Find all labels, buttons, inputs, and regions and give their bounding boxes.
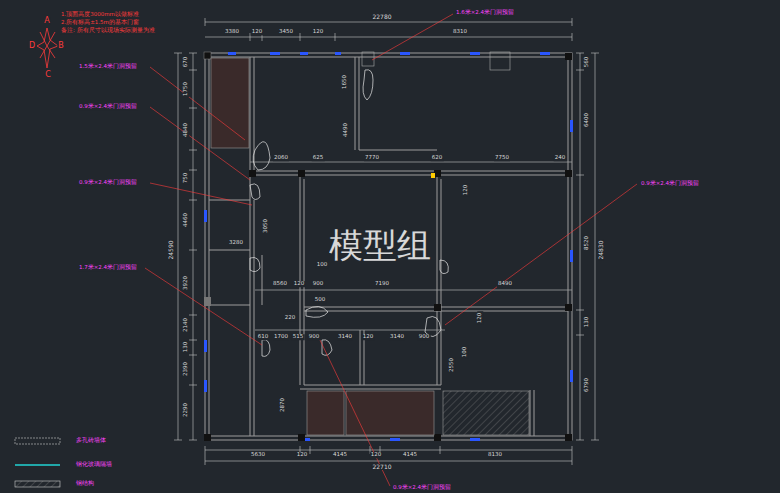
dimension-text: 120 [477, 312, 483, 325]
note-text: 1.顶面高度3000mm以做标准 [60, 12, 140, 18]
dimension-text: 2290 [183, 402, 189, 418]
dimension-text: 6790 [584, 377, 590, 393]
watermark: 模型组 [328, 228, 432, 262]
dimension-text: 8520 [584, 235, 590, 251]
dimension-text: 120 [293, 281, 306, 287]
dimension-text: 625 [312, 155, 325, 161]
dimension-text: 120 [251, 29, 264, 35]
door-callout: 1.6米×2.4米门洞预留 [455, 10, 515, 16]
compass-letter: A [43, 17, 50, 25]
dimension-text: 24830 [598, 239, 604, 260]
dimension-text: 900 [308, 334, 321, 340]
dimension-text: 24590 [168, 239, 174, 260]
compass-letter: C [44, 71, 52, 79]
door-callout: 0.9米×2.4米门洞预留 [640, 181, 700, 187]
door-callout: 0.9米×2.4米门洞预留 [78, 180, 138, 186]
dimension-text: 1750 [183, 81, 189, 97]
dimension-text: 4840 [183, 122, 189, 138]
dimension-text: 4145 [402, 452, 418, 458]
dimension-text: 2140 [183, 317, 189, 333]
dimension-text: 120 [362, 334, 375, 340]
dimension-text: 4490 [343, 122, 349, 138]
dimension-text: 8490 [497, 281, 513, 287]
note-text: 2.所有标高±1.5m的基本门窗 [60, 20, 140, 26]
dimension-text: 3450 [278, 29, 294, 35]
dimension-text: 2060 [273, 155, 289, 161]
dimension-text: 130 [183, 341, 189, 354]
dimension-text: 8560 [272, 281, 288, 287]
dimension-text: 670 [183, 56, 189, 69]
dimension-text: 120 [370, 452, 383, 458]
legend-text: 钢结构 [75, 481, 95, 487]
dimension-text: 22710 [371, 464, 392, 470]
dimension-text: 620 [431, 155, 444, 161]
dimension-text: 3280 [228, 240, 244, 246]
dimension-text: 610 [257, 334, 270, 340]
dimension-text: 2550 [449, 357, 455, 373]
dimension-text: 120 [296, 452, 309, 458]
dimension-text: 3920 [183, 275, 189, 291]
dimension-text: 500 [314, 297, 327, 303]
dimension-text: 5630 [250, 452, 266, 458]
dimension-text: 100 [462, 346, 468, 359]
dimension-text: 3140 [389, 334, 405, 340]
dimension-text: 2870 [280, 397, 286, 413]
dimension-text: 3050 [263, 218, 269, 234]
dimension-text: 7750 [494, 155, 510, 161]
door-callout: 1.5米×2.4米门洞预留 [78, 64, 138, 70]
legend-text: 多孔砖墙体 [75, 438, 107, 444]
dimension-text: 4460 [183, 212, 189, 228]
dimension-text: 7770 [364, 155, 380, 161]
dimension-text: 120 [463, 184, 469, 197]
dimension-text: 1650 [342, 74, 348, 90]
dimension-text: 1700 [273, 334, 289, 340]
door-callout: 0.9米×2.4米门洞预留 [78, 104, 138, 110]
dimension-text: 4145 [332, 452, 348, 458]
legend-text: 钢化玻璃隔墙 [75, 462, 113, 468]
dimension-text: 750 [183, 172, 189, 185]
dimension-text: 6400 [584, 112, 590, 128]
dimension-text: 8130 [487, 452, 503, 458]
dimension-text: 120 [312, 29, 325, 35]
dimension-text: 130 [584, 316, 590, 329]
compass-letter: D [28, 42, 36, 50]
dimension-text: 900 [312, 281, 325, 287]
dimension-text: 3380 [224, 29, 240, 35]
dimension-text: 2390 [183, 361, 189, 377]
compass-letter: B [57, 42, 65, 50]
dimension-text: 560 [584, 56, 590, 69]
note-text: 备注: 所有尺寸以现场实际测量为准 [60, 28, 156, 34]
dimension-text: 220 [284, 315, 297, 321]
dimension-text: 8310 [452, 29, 468, 35]
dimension-text: 22780 [371, 14, 392, 20]
dimension-text: 3140 [337, 334, 353, 340]
dimension-text: 900 [418, 334, 431, 340]
dimension-text: 515 [292, 334, 305, 340]
dimension-text: 7190 [374, 281, 390, 287]
door-callout: 0.9米×2.4米门洞预留 [392, 485, 452, 491]
dimension-text: 100 [316, 262, 329, 268]
door-callout: 1.7米×2.4米门洞预留 [78, 265, 138, 271]
dimension-text: 240 [554, 155, 567, 161]
